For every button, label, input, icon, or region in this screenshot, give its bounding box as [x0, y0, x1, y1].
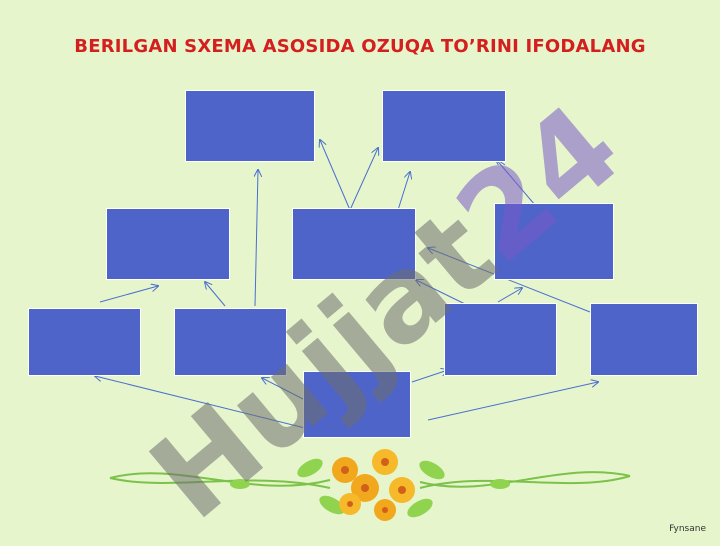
page-title: BERILGAN SXEMA ASOSIDA OZUQA TO’RINI IFO… [74, 36, 646, 57]
diagram-box [590, 303, 698, 376]
diagram-box [185, 90, 315, 162]
arrow [397, 172, 410, 211]
arrow [427, 382, 598, 421]
diagram-box [28, 308, 141, 376]
arrow [497, 288, 522, 303]
arrow [95, 376, 306, 429]
arrow [349, 148, 378, 211]
arrow [411, 370, 448, 383]
arrow [262, 378, 306, 401]
diagram-box [174, 308, 287, 376]
arrow [428, 248, 591, 313]
diagram-box [303, 371, 411, 438]
diagram-box [382, 90, 506, 162]
arrow [416, 280, 466, 305]
arrow [255, 170, 258, 307]
arrow [320, 140, 351, 211]
arrow [99, 286, 158, 303]
diagram-box [444, 303, 557, 376]
diagram-box [106, 208, 230, 280]
diagram-box [292, 208, 416, 280]
diagram-box [494, 203, 614, 280]
logo: Fynsane [669, 524, 706, 534]
arrow [205, 282, 226, 307]
